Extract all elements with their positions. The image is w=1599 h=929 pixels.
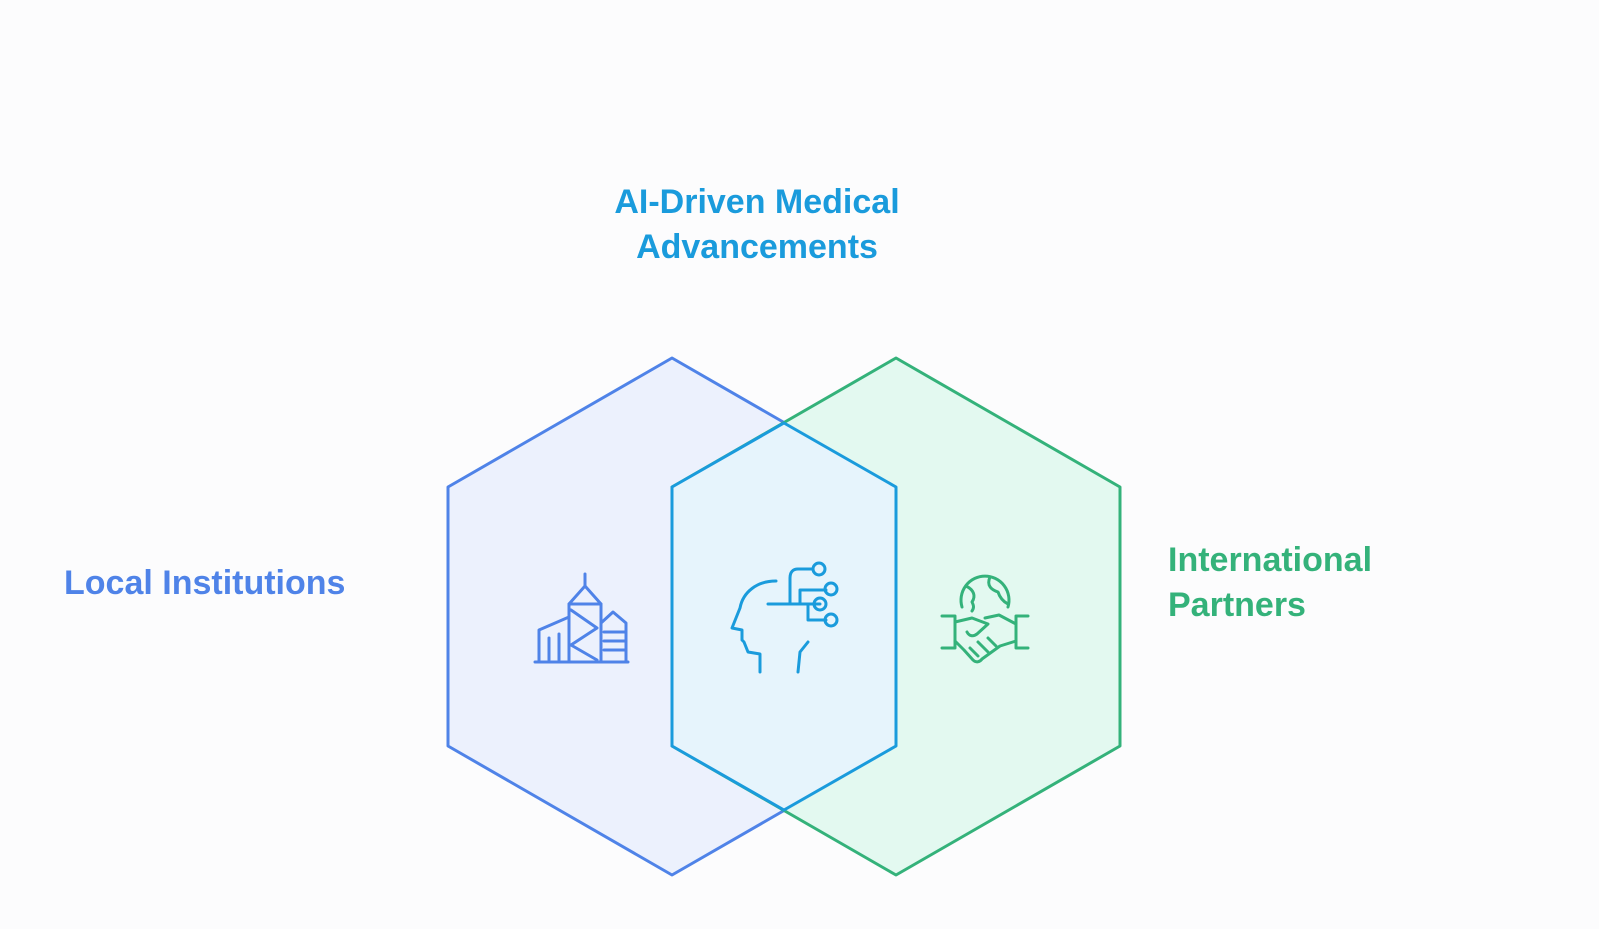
ai-head-circuit-icon [730,561,839,674]
ai-label-line-1: AI-Driven Medical [614,183,900,221]
international-label-line-2: Partners [1168,586,1306,624]
international-partners-label: International Partners [1168,538,1372,628]
globe-handshake-icon [940,574,1030,664]
ai-label-line-2: Advancements [636,228,878,266]
local-label-line-1: Local Institutions [64,564,346,602]
city-buildings-icon [533,572,630,664]
local-institutions-label: Local Institutions [64,561,345,606]
ai-medical-advancements-label: AI-Driven Medical Advancements [557,180,957,270]
international-label-line-1: International [1168,541,1373,579]
ai-intersection-hexagon [670,421,898,812]
